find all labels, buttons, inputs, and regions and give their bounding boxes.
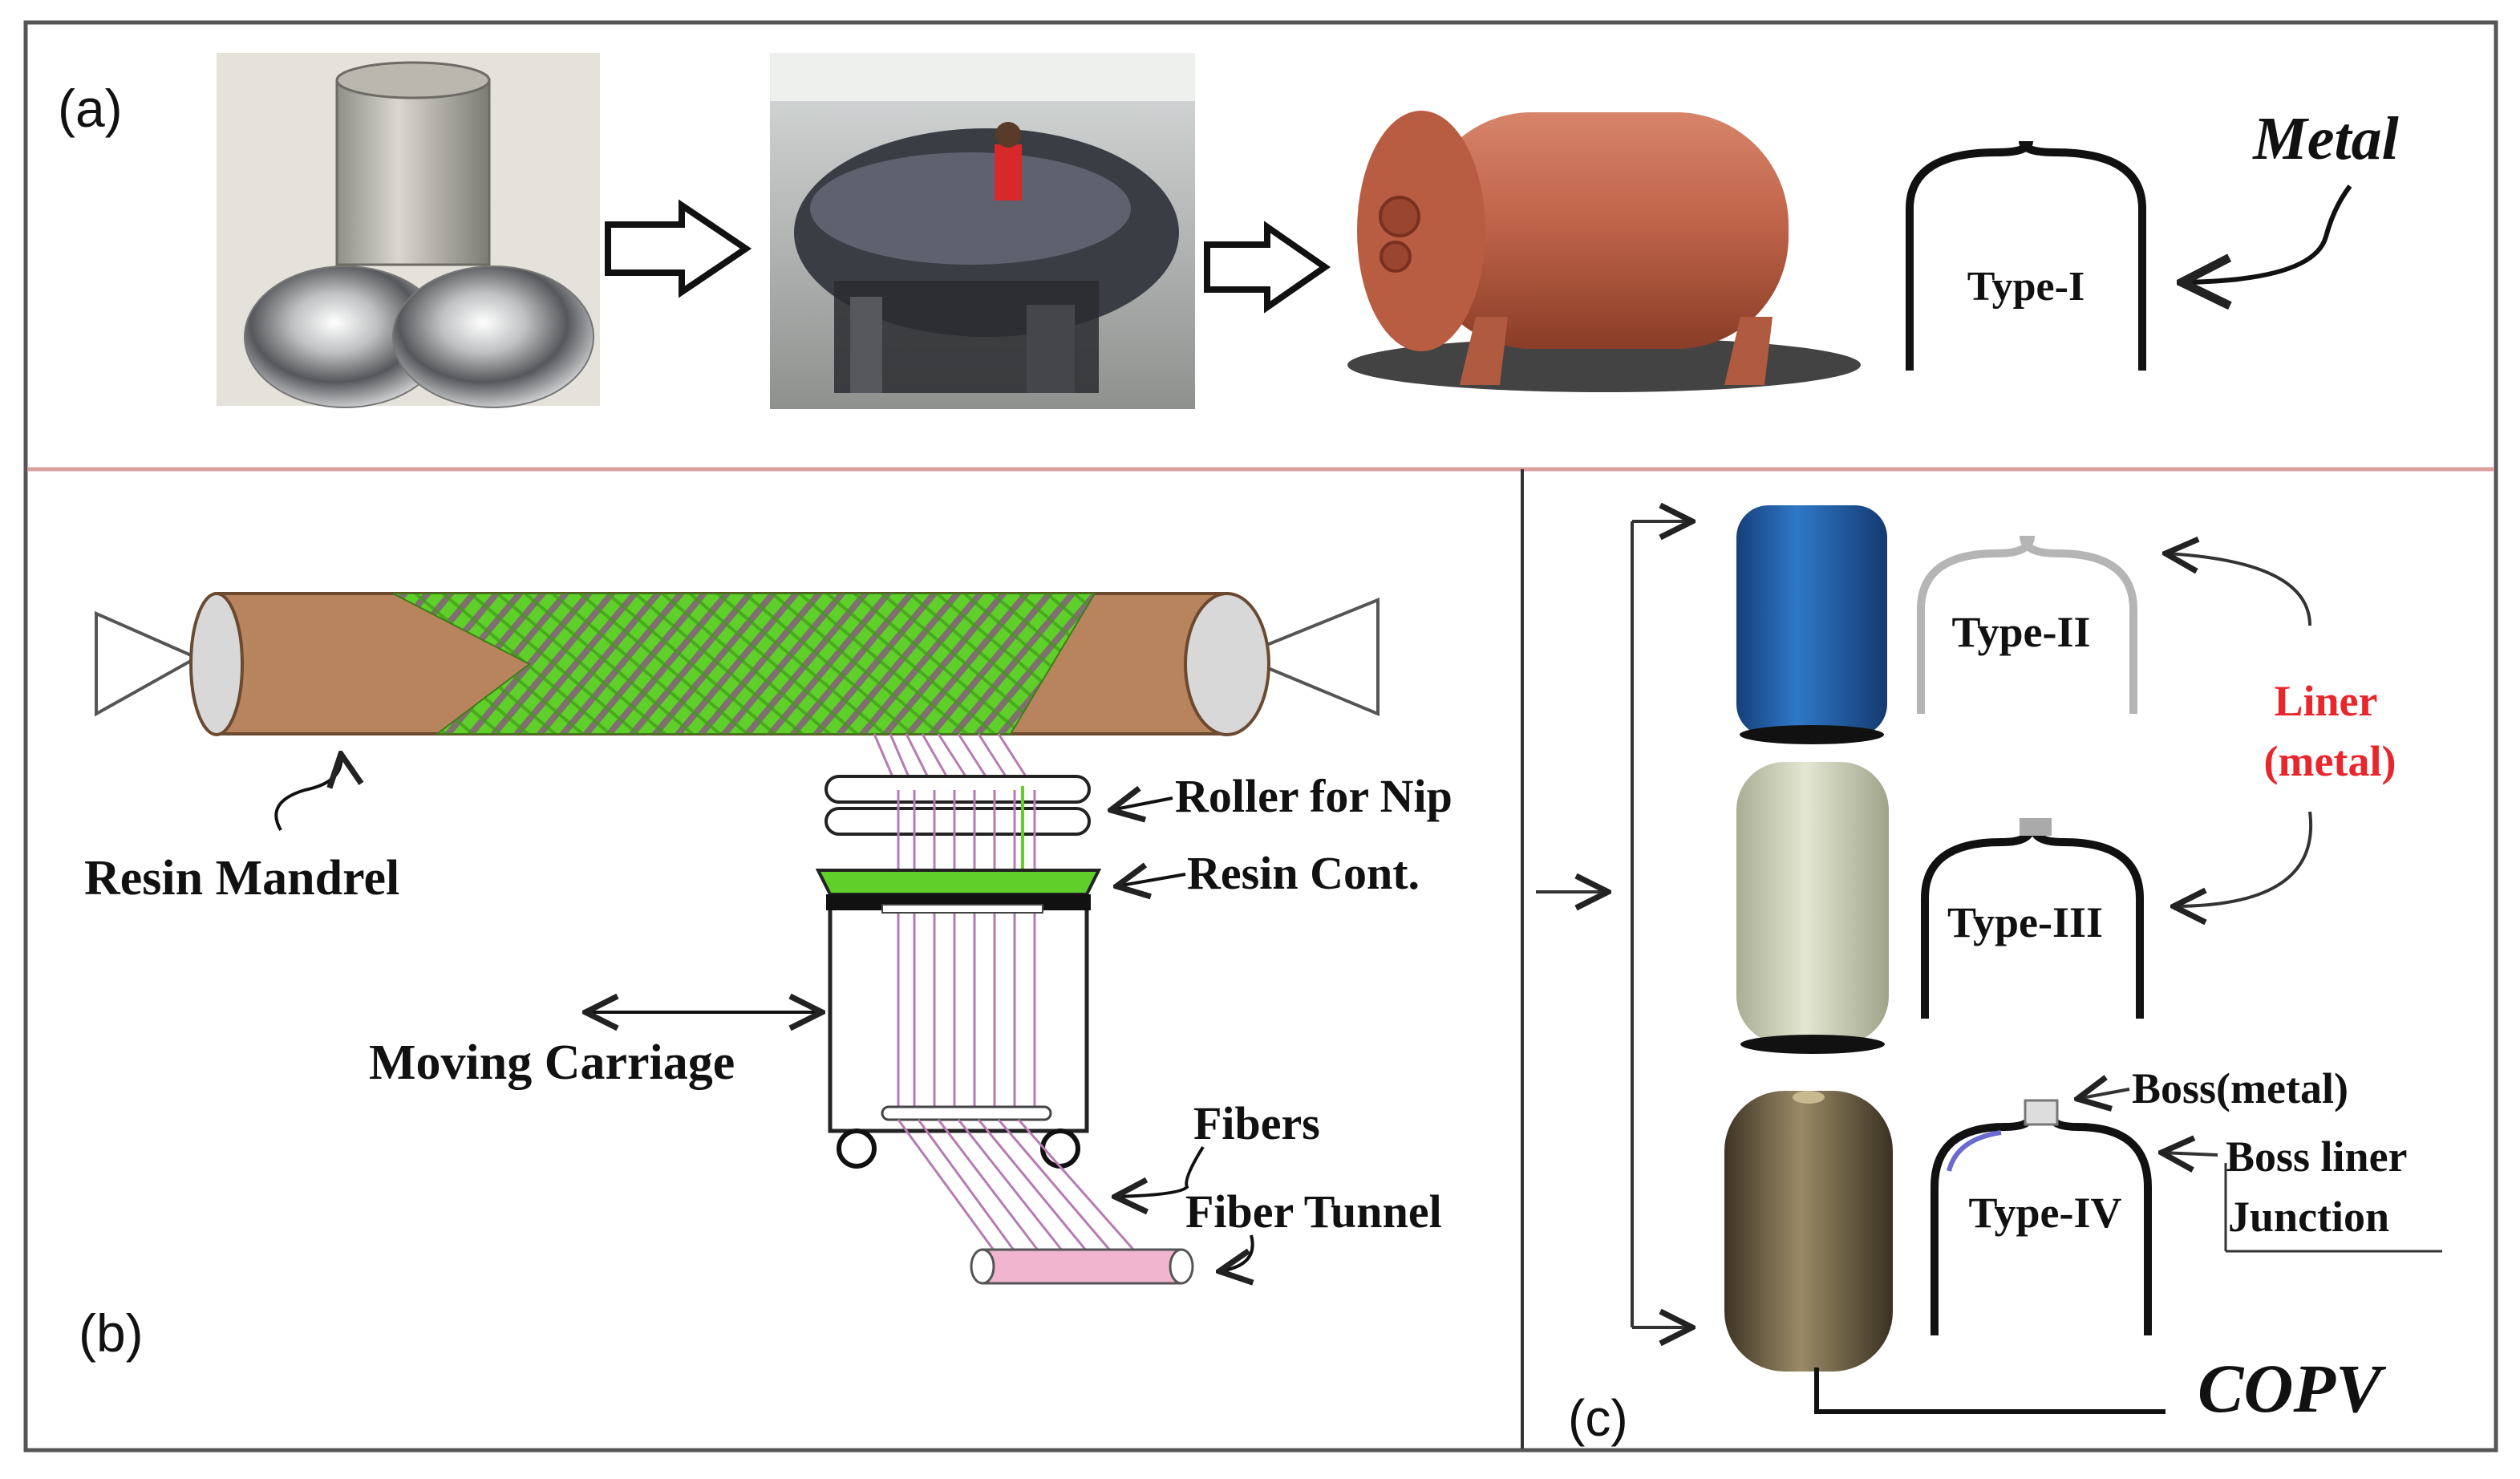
metal-pointer-arrow bbox=[2182, 184, 2352, 282]
copv-connector bbox=[1814, 1368, 2165, 1414]
resin-mandrel bbox=[189, 592, 1270, 736]
boss-liner-label-line2: Junction bbox=[2228, 1193, 2389, 1241]
photo-steel-shell-and-domes bbox=[217, 53, 600, 408]
right-spindle-cone bbox=[1234, 598, 1380, 716]
boss-liner-label-line1: Boss liner bbox=[2226, 1133, 2408, 1181]
nip-rollers bbox=[824, 775, 1091, 836]
copv-label: COPV bbox=[2198, 1350, 2387, 1427]
type-ii-tank-photo bbox=[1736, 505, 1887, 744]
roller-arrow bbox=[1111, 798, 1173, 810]
roller-for-nip-label: Roller for Nip bbox=[1175, 770, 1452, 822]
type-iii-tank-photo bbox=[1736, 762, 1889, 1054]
type-iv-tank-photo bbox=[1724, 1091, 1893, 1372]
photo-finished-copper-tank bbox=[1347, 111, 1861, 392]
type-ii-liner-outline bbox=[1917, 535, 2137, 714]
panel-a-label: (a) bbox=[58, 79, 123, 138]
photo-welded-tank-workshop bbox=[770, 53, 1195, 409]
resin-mandrel-label: Resin Mandrel bbox=[84, 851, 399, 906]
resin-cont-arrow bbox=[1116, 874, 1186, 886]
process-arrow-1 bbox=[605, 199, 752, 298]
boss-metal-label: Boss(metal) bbox=[2132, 1064, 2348, 1112]
resin-cont-label: Resin Cont. bbox=[1187, 847, 1420, 899]
moving-carriage bbox=[828, 904, 1089, 1169]
type-i-label: Type-I bbox=[1967, 264, 2084, 310]
resin-mandrel-arrow bbox=[274, 754, 341, 831]
fiber-tunnel bbox=[970, 1248, 1194, 1285]
type-ii-label: Type-II bbox=[1951, 608, 2090, 656]
fibers-to-tunnel bbox=[897, 1119, 1136, 1252]
boss-liner-arrow bbox=[2161, 1153, 2218, 1155]
resin-container bbox=[815, 869, 1102, 896]
type-iii-label: Type-III bbox=[1947, 898, 2103, 946]
liner-metal-label-line1: Liner bbox=[2275, 677, 2378, 725]
liner-arrow-up bbox=[2165, 553, 2311, 626]
moving-carriage-label: Moving Carriage bbox=[369, 1035, 735, 1090]
process-arrow-2 bbox=[1204, 221, 1331, 314]
type-i-liner-outline bbox=[1906, 140, 2146, 371]
panel-b-label: (b) bbox=[79, 1303, 144, 1363]
outer-frame bbox=[23, 20, 2498, 1453]
fibers-vertical bbox=[897, 790, 1036, 1119]
fiber-tunnel-arrow bbox=[1219, 1234, 1253, 1271]
liner-metal-label-line2: (metal) bbox=[2264, 737, 2396, 785]
liner-arrow-down bbox=[2174, 811, 2313, 906]
fiber-tunnel-label: Fiber Tunnel bbox=[1185, 1185, 1442, 1238]
metal-label: Metal bbox=[2252, 105, 2399, 172]
left-spindle-cone bbox=[95, 610, 201, 717]
fibers-label: Fibers bbox=[1193, 1097, 1320, 1149]
panel-c-label: (c) bbox=[1568, 1389, 1628, 1447]
fibers-arrow bbox=[1115, 1145, 1205, 1197]
boss-metal-arrow bbox=[2077, 1089, 2130, 1099]
type-bracket bbox=[1631, 521, 1692, 1327]
type-iii-liner-outline bbox=[1921, 818, 2144, 1019]
type-iv-liner-outline bbox=[1931, 1099, 2152, 1335]
type-iv-label: Type-IV bbox=[1968, 1189, 2121, 1237]
